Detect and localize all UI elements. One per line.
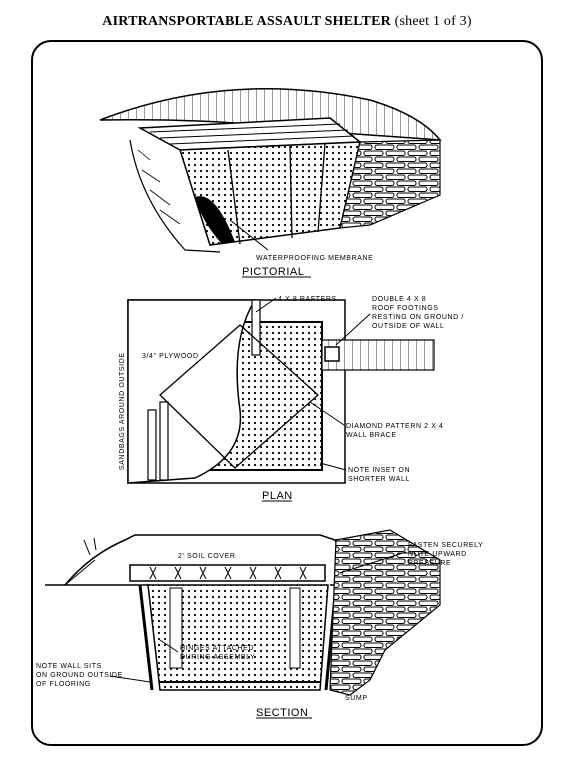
label-footings-1: DOUBLE 4 X 8 [372,296,426,303]
plan-view: 4 X 8 RAFTERS DOUBLE 4 X 8 ROOF FOOTINGS… [119,296,464,502]
plan-diamond-brace [159,324,319,469]
label-wall-3: OF FLOORING [36,681,91,688]
drawing-frame [31,40,543,746]
pictorial-caption: PICTORIAL [242,266,304,278]
label-footings-3: RESTING ON GROUND / [372,314,464,321]
pictorial-sandbags [339,139,441,229]
section-sandbags [329,529,441,696]
section-caption: SECTION [256,707,308,719]
label-fasten-3: PRESSURE [408,560,451,567]
plan-caption: PLAN [262,490,293,502]
plan-footing [321,339,435,371]
pictorial-walls [178,141,361,246]
section-soil-cover [64,534,341,586]
label-sump: SUMP [345,695,368,702]
section-pit [147,584,329,691]
pictorial-membrane [195,196,235,244]
section-view: 2' SOIL COVER FASTEN SECURELY NOTE UPWAR… [36,529,483,719]
label-footings-2: ROOF FOOTINGS [372,305,439,312]
label-membrane: WATERPROOFING MEMBRANE [256,255,373,262]
label-hinges-2: DURING ASSEMBLY [180,654,255,661]
label-plywood: 3/4" PLYWOOD [142,353,199,360]
label-wall-1: NOTE WALL SITS [36,663,102,670]
label-fasten-2: NOTE UPWARD [408,551,467,558]
page-title: AIRTRANSPORTABLE ASSAULT SHELTER (sheet … [0,14,574,30]
label-inset-2: SHORTER WALL [348,476,410,483]
label-diamond-1: DIAMOND PATTERN 2 X 4 [346,423,444,430]
label-wall-2: ON GROUND OUTSIDE [36,672,123,679]
label-diamond-2: WALL BRACE [346,432,397,439]
label-inset-1: NOTE INSET ON [348,467,410,474]
label-hinges-1: HINGES ATTACHED [180,645,254,652]
label-footings-4: OUTSIDE OF WALL [372,323,445,330]
pictorial-soil-mound [99,88,442,141]
label-sandbags: SANDBAGS AROUND OUTSIDE [119,352,126,470]
label-rafters: 4 X 8 RAFTERS [278,296,337,303]
label-soil: 2' SOIL COVER [178,553,236,560]
pictorial-view: WATERPROOFING MEMBRANE PICTORIAL [99,88,442,278]
title-main: AIRTRANSPORTABLE ASSAULT SHELTER [102,14,391,29]
title-sheet: (sheet 1 of 3) [394,14,472,29]
label-fasten-1: FASTEN SECURELY [408,542,483,549]
